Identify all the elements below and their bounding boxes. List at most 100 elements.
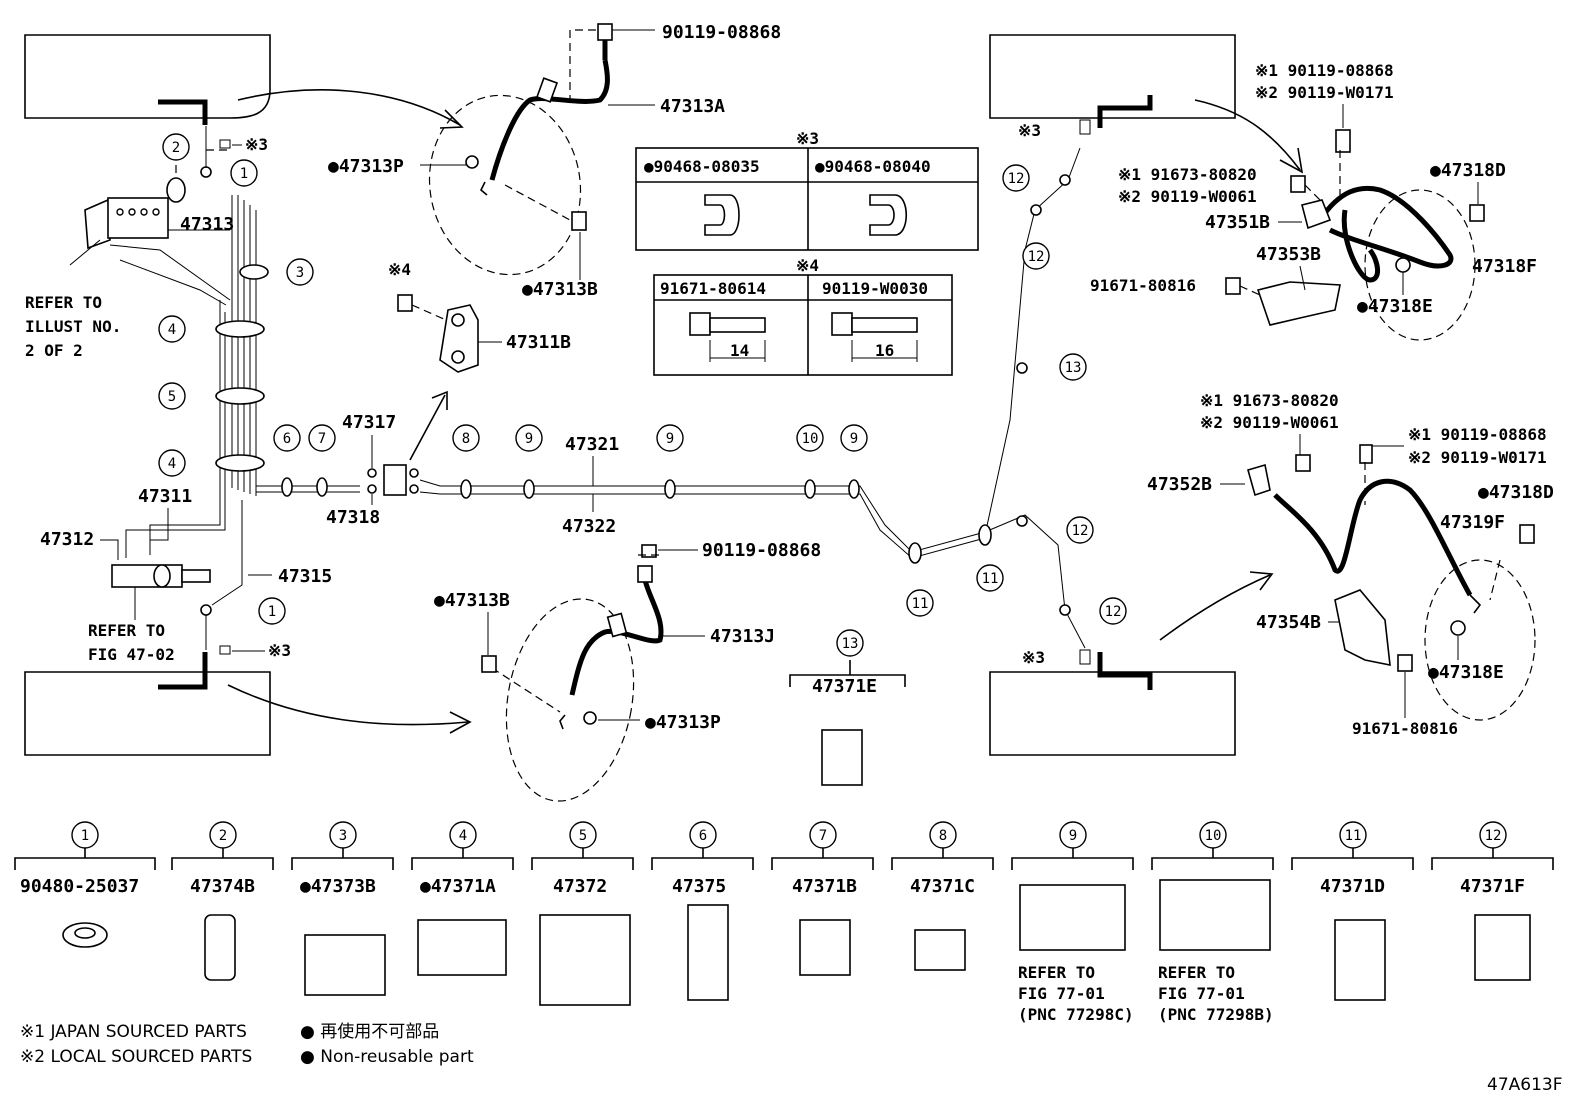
table4-mark: ※4 <box>796 256 819 275</box>
body-outline-rear-left <box>24 671 271 756</box>
legend-note-10-1: REFER TO <box>1158 963 1235 982</box>
label-47318E-b: ●47318E <box>1428 662 1504 683</box>
callout-circle-legend-5 <box>569 821 597 849</box>
label-90119-08868-r2: ※1 90119-08868 <box>1408 425 1547 444</box>
label-refer-illust-2: ILLUST NO. <box>25 317 121 336</box>
label-refer-illust: REFER TO <box>25 293 102 312</box>
callout-number-c12d: 12 <box>1028 249 1045 265</box>
label-90119-08868-mid: 90119-08868 <box>702 540 821 561</box>
callout-circle-legend-11 <box>1339 821 1367 849</box>
arrow-front-left <box>237 89 461 126</box>
callout-number-legend-7: 7 <box>819 828 827 844</box>
callout-number-c4b: 4 <box>168 456 176 472</box>
callout-circle-c12b <box>1099 597 1127 625</box>
label-47318F: 47318F <box>1472 256 1537 277</box>
callout-number-c12a: 12 <box>1072 523 1089 539</box>
flare-nut <box>409 468 419 478</box>
callout-circle-legend-2 <box>209 821 237 849</box>
grommet-47374B <box>166 177 186 203</box>
table3-col2: ●90468-08040 <box>815 157 931 176</box>
detail-circle-rear-left <box>505 598 635 802</box>
footnote-nonreusable-jp: ● 再使用不可部品 <box>300 1021 439 1042</box>
legend-part-4: ●47371A <box>420 876 496 897</box>
grommet-1-bot <box>200 604 212 616</box>
legend-brackets <box>14 848 1554 870</box>
callout-number-c2: 2 <box>172 140 180 156</box>
callout-circle-legend-1 <box>71 821 99 849</box>
callout-circle-c4b <box>158 449 186 477</box>
body-outline-rear-right <box>989 671 1236 756</box>
label-47321: 47321 <box>565 434 619 455</box>
clamp-9b <box>664 479 676 499</box>
callout-number-c9b: 9 <box>666 431 674 447</box>
table4-col2: 90119-W0030 <box>822 279 928 298</box>
label-91671-80816-a: 91671-80816 <box>1090 276 1196 295</box>
callout-circle-c12d <box>1022 242 1050 270</box>
footnote-nonreusable-en: ● Non-reusable part <box>300 1047 474 1067</box>
callout-number-c6: 6 <box>283 431 291 447</box>
label-47313P-bottom: ●47313P <box>645 712 721 733</box>
abs-actuator-47313 <box>69 197 169 266</box>
callout-circle-legend-9 <box>1059 821 1087 849</box>
label-47319F: 47319F <box>1440 512 1505 533</box>
legend-note-10-3: (PNC 77298B) <box>1158 1005 1274 1024</box>
callout-number-legend-3: 3 <box>339 828 347 844</box>
clamp-7 <box>316 477 328 497</box>
callout-number-legend-11: 11 <box>1345 828 1362 844</box>
callout-number-c3: 3 <box>296 265 304 281</box>
callout-number-legend-10: 10 <box>1205 828 1222 844</box>
clamp-3 <box>239 264 269 280</box>
label-47351B: 47351B <box>1205 212 1270 233</box>
label-note3-top-right: ※3 <box>1018 121 1041 140</box>
arrowhead <box>449 711 472 734</box>
arrow-47311B <box>409 394 446 461</box>
hose-47313A <box>465 23 613 231</box>
label-47312: 47312 <box>40 529 94 550</box>
clamp-12 <box>1059 174 1071 186</box>
arrow-rear-right <box>1159 574 1271 641</box>
callout-number-legend-4: 4 <box>459 828 467 844</box>
legend-note-9-1: REFER TO <box>1018 963 1095 982</box>
clamp-8 <box>460 479 472 499</box>
callout-circle-c1a <box>230 159 258 187</box>
label-47313: 47313 <box>180 214 234 235</box>
callout-circle-c9c <box>840 424 868 452</box>
legend-part-5: 47372 <box>553 876 607 897</box>
label-47313B-top: ●47313B <box>522 279 598 300</box>
arrowhead <box>1249 571 1274 591</box>
callout-number-legend-12: 12 <box>1485 828 1502 844</box>
callout-number-legend-9: 9 <box>1069 828 1077 844</box>
callout-circle-legend-10 <box>1199 821 1227 849</box>
legend-part-6: 47375 <box>672 876 726 897</box>
label-note3-top-left: ※3 <box>245 135 268 154</box>
label-47354B: 47354B <box>1256 612 1321 633</box>
clip-47371E <box>821 729 863 786</box>
callout-number-c1b: 1 <box>268 604 276 620</box>
label-47313B-bottom: ●47313B <box>434 590 510 611</box>
label-90119-W0171-r2: ※2 90119-W0171 <box>1408 448 1547 467</box>
label-47317: 47317 <box>342 412 396 433</box>
label-47318D-b: ●47318D <box>1478 482 1554 503</box>
legend-note-9-3: (PNC 77298C) <box>1018 1005 1134 1024</box>
table4-col1: 91671-80614 <box>660 279 766 298</box>
flare-nut <box>409 484 419 494</box>
clamp-12 <box>1016 515 1028 527</box>
master-cylinder <box>111 564 211 620</box>
label-47318E-a: ●47318E <box>1357 296 1433 317</box>
legend-part-7: 47371B <box>792 876 857 897</box>
callout-number-c4a: 4 <box>168 322 176 338</box>
detail-circle-front-left <box>428 94 582 276</box>
callout-number-c13a: 13 <box>1065 360 1082 376</box>
callout-circle-legend-7 <box>809 821 837 849</box>
clamp-12 <box>1059 604 1071 616</box>
body-outline-front-left <box>24 34 271 119</box>
label-47318: 47318 <box>326 507 380 528</box>
callout-number-c10: 10 <box>802 431 819 447</box>
label-47313P-top: ●47313P <box>328 156 404 177</box>
callout-circle-c1b <box>258 597 286 625</box>
label-91673-80820-a: ※1 91673-80820 <box>1118 165 1257 184</box>
footnote-japan: ※1 JAPAN SOURCED PARTS <box>20 1022 247 1042</box>
label-91671-80816-b: 91671-80816 <box>1352 719 1458 738</box>
